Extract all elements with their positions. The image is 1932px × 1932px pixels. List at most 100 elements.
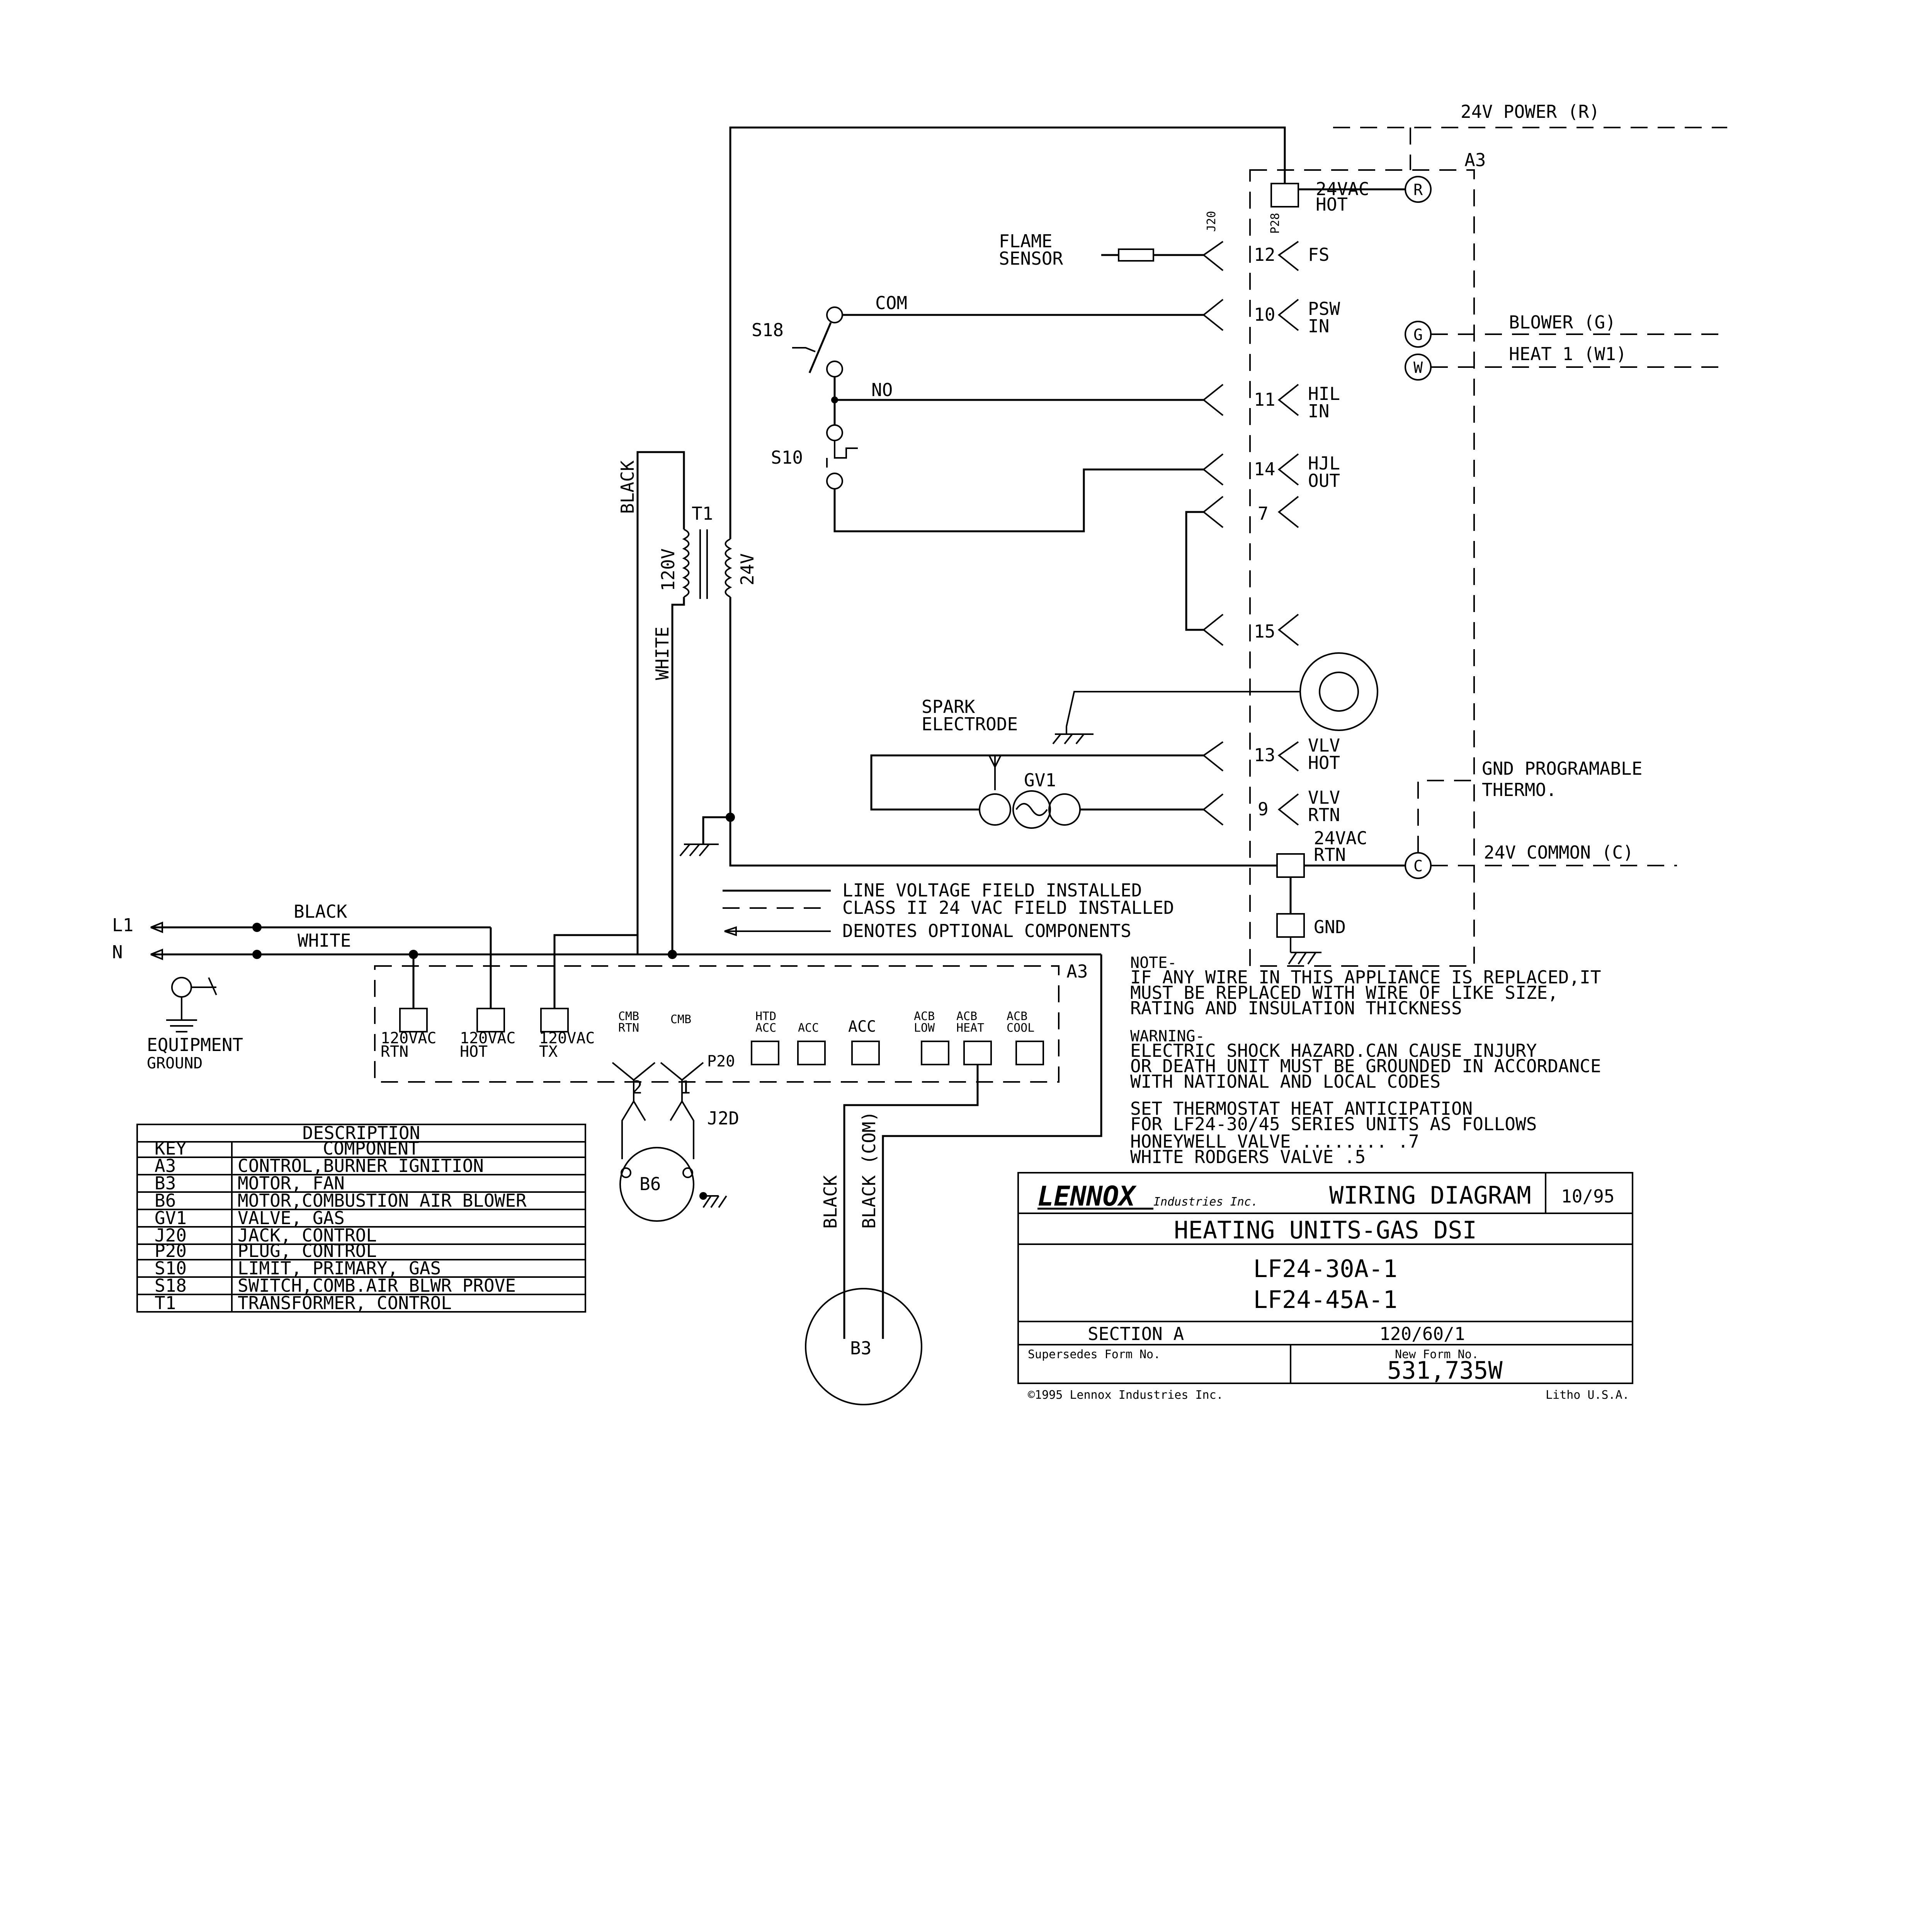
pin-hjl-1: HJL: [1308, 453, 1340, 474]
key-row-component: PLUG, CONTROL: [238, 1240, 377, 1261]
p28-label: P28: [1269, 213, 1282, 234]
key-row-component: MOTOR,COMBUSTION AIR BLOWER: [238, 1190, 527, 1211]
diagram-date: 10/95: [1561, 1186, 1614, 1207]
pin-vlv-hot-2: HOT: [1308, 752, 1340, 773]
common-c-label: 24V COMMON (C): [1484, 842, 1634, 863]
flame-sensor: [1118, 248, 1154, 262]
section-label: SECTION A: [1088, 1323, 1184, 1344]
combustion-blower-motor-b6: B6 J2D: [619, 1080, 739, 1222]
key-row-component: VALVE, GAS: [238, 1208, 345, 1228]
vac-rtn-connector: [1276, 853, 1305, 878]
flame-sensor-label-1: FLAME: [999, 231, 1052, 252]
pin-14: 14: [1254, 459, 1275, 480]
vac-rtn-label-1: 24VAC: [1314, 828, 1367, 849]
terminal-w-letter: W: [1413, 359, 1423, 377]
n-label: N: [112, 942, 123, 963]
heat-w1-label: HEAT 1 (W1): [1509, 344, 1627, 364]
b3-label: B3: [850, 1338, 871, 1359]
set-line-2: FOR LF24-30/45 SERIES UNITS AS FOLLOWS: [1130, 1114, 1537, 1134]
note-line-2: MUST BE REPLACED WITH WIRE OF LIKE SIZE,: [1130, 982, 1558, 1003]
gnd-programable-label: GND PROGRAMABLE: [1482, 758, 1642, 779]
tb-acc-1: [797, 1041, 826, 1065]
blower-g-label: BLOWER (G): [1509, 312, 1616, 333]
copyright: ©1995 Lennox Industries Inc.: [1028, 1388, 1223, 1402]
tb-t3-label-2: TX: [539, 1043, 558, 1061]
tb-htd-acc: [751, 1041, 779, 1065]
key-row-key: GV1: [155, 1208, 187, 1228]
igniter-outer-ring: [1299, 652, 1378, 731]
tb-acb-low: [921, 1041, 949, 1065]
legend-line-voltage: LINE VOLTAGE FIELD INSTALLED: [842, 880, 1142, 901]
gnd-label: GND: [1314, 917, 1346, 937]
j20-label: J20: [1205, 211, 1218, 232]
t1-label: T1: [692, 503, 713, 524]
tb-acc1-label: ACC: [798, 1021, 819, 1035]
key-row-key: P20: [155, 1240, 187, 1261]
spark-label-2: ELECTRODE: [922, 714, 1018, 735]
gas-valve-coil-1: [979, 793, 1011, 826]
notes-block: NOTE- IF ANY WIRE IN THIS APPLIANCE IS R…: [1130, 954, 1601, 1167]
power-r-label: 24V POWER (R): [1461, 101, 1600, 122]
key-row-key: B3: [155, 1173, 176, 1194]
pin-psw-2: IN: [1308, 316, 1329, 337]
note-line-3: RATING AND INSULATION THICKNESS: [1130, 998, 1462, 1019]
key-row-key: T1: [155, 1293, 176, 1313]
tb-htd-label-2: ACC: [755, 1021, 776, 1035]
key-row-key: S10: [155, 1258, 187, 1279]
pin-15: 15: [1254, 621, 1275, 642]
p28-connector: [1270, 183, 1299, 207]
pin-hil-1: HIL: [1308, 383, 1340, 404]
pin-7: 7: [1258, 503, 1269, 524]
control-board-a3: A3 24V POWER (R) R G W BLOWER (G) HEAT 1…: [1202, 101, 1727, 967]
lennox-logo-sub: Industries Inc.: [1153, 1195, 1258, 1209]
s10-label: S10: [771, 447, 803, 468]
tb-120vac-hot: [476, 1008, 505, 1032]
line-black-label: BLACK: [294, 901, 347, 922]
tb-cmb-rtn-label-1: CMB: [618, 1010, 639, 1023]
warning-line-2: OR DEATH UNIT MUST BE GROUNDED IN ACCORD…: [1130, 1056, 1601, 1077]
tb-acb-cool: [1015, 1041, 1044, 1065]
gas-valve-coil-3: [1048, 793, 1081, 826]
new-form-label: New Form No.: [1395, 1348, 1479, 1361]
diagram-title: WIRING DIAGRAM: [1329, 1181, 1531, 1209]
tb-t2-label-1: 120VAC: [460, 1029, 516, 1047]
j2d-label: J2D: [707, 1108, 739, 1129]
key-row-key: J20: [155, 1225, 187, 1246]
pin-10: 10: [1254, 304, 1275, 325]
pin-13: 13: [1254, 745, 1275, 765]
pin-psw-1: PSW: [1308, 298, 1340, 319]
equipment-label-1: EQUIPMENT: [147, 1034, 243, 1055]
tb-acb-heat-label-1: ACB: [956, 1010, 977, 1023]
key-row-key: S18: [155, 1275, 187, 1296]
board-a3-label: A3: [1464, 150, 1486, 170]
gnd-connector: [1276, 913, 1305, 938]
l1-label: L1: [112, 915, 133, 935]
white-wire-label: WHITE: [652, 627, 673, 680]
pin-hjl-2: OUT: [1308, 470, 1340, 491]
model-2: LF24-45A-1: [1253, 1286, 1397, 1314]
t1-24v-label: 24V: [737, 553, 758, 585]
key-row-key: A3: [155, 1155, 176, 1176]
tb-t3-label-1: 120VAC: [539, 1029, 595, 1047]
black-wire-label: BLACK: [617, 460, 638, 514]
key-table-rows: A3 CONTROL,BURNER IGNITION B3 MOTOR, FAN…: [155, 1155, 527, 1313]
form-number: 531,735W: [1387, 1356, 1503, 1384]
terminal-c-letter: C: [1413, 857, 1423, 875]
key-row-component: CONTROL,BURNER IGNITION: [238, 1155, 484, 1176]
tb-htd-label-1: HTD: [755, 1010, 776, 1023]
b3-black-label: BLACK: [820, 1175, 841, 1229]
tb-a3-label: A3: [1066, 961, 1088, 982]
key-row-component: SWITCH,COMB.AIR BLWR PROVE: [238, 1275, 516, 1296]
set-line-1: SET THERMOSTAT HEAT ANTICIPATION: [1130, 1098, 1473, 1119]
pin-vlv-hot-1: VLV: [1308, 735, 1340, 756]
pin-hil-2: IN: [1308, 401, 1329, 422]
terminal-r-letter: R: [1413, 181, 1423, 199]
s18-label: S18: [752, 320, 784, 340]
gas-valve-coil-2: [1012, 790, 1051, 829]
tb-acb-heat: [963, 1041, 992, 1065]
pin-11: 11: [1254, 389, 1275, 410]
equipment-label-2: GROUND: [147, 1054, 203, 1072]
supersedes-label: Supersedes Form No.: [1028, 1348, 1160, 1361]
tb-t2-label-2: HOT: [460, 1043, 488, 1061]
